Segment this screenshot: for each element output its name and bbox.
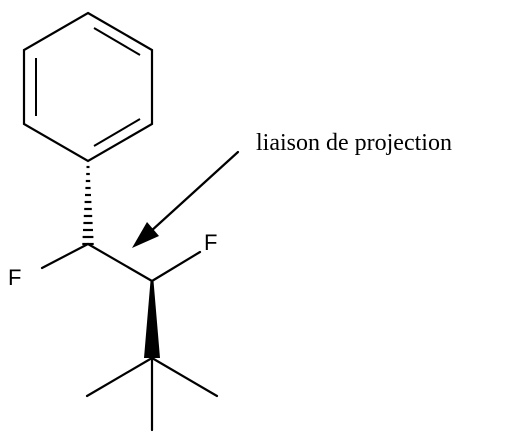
fluorine-left-label: F [8,265,21,290]
benzene-ring [22,11,154,163]
bond-c2-fluorine [150,250,202,283]
benzene-double-bond-lower-right [93,118,141,147]
benzene-double-bond-upper-right [93,27,141,56]
bond-c1-c2 [86,242,154,283]
bond-methyl-right [150,356,219,398]
annotation-arrowhead [132,222,159,248]
annotation-arrow-shaft [148,150,240,234]
annotation-label: liaison de projection [256,130,452,156]
solid-wedge-bond [144,281,160,358]
bond-methyl-left [85,356,154,398]
hashed-wedge-bond [82,165,94,246]
fluorine-right-label: F [204,230,217,255]
bond-c1-fluorine [40,242,90,270]
